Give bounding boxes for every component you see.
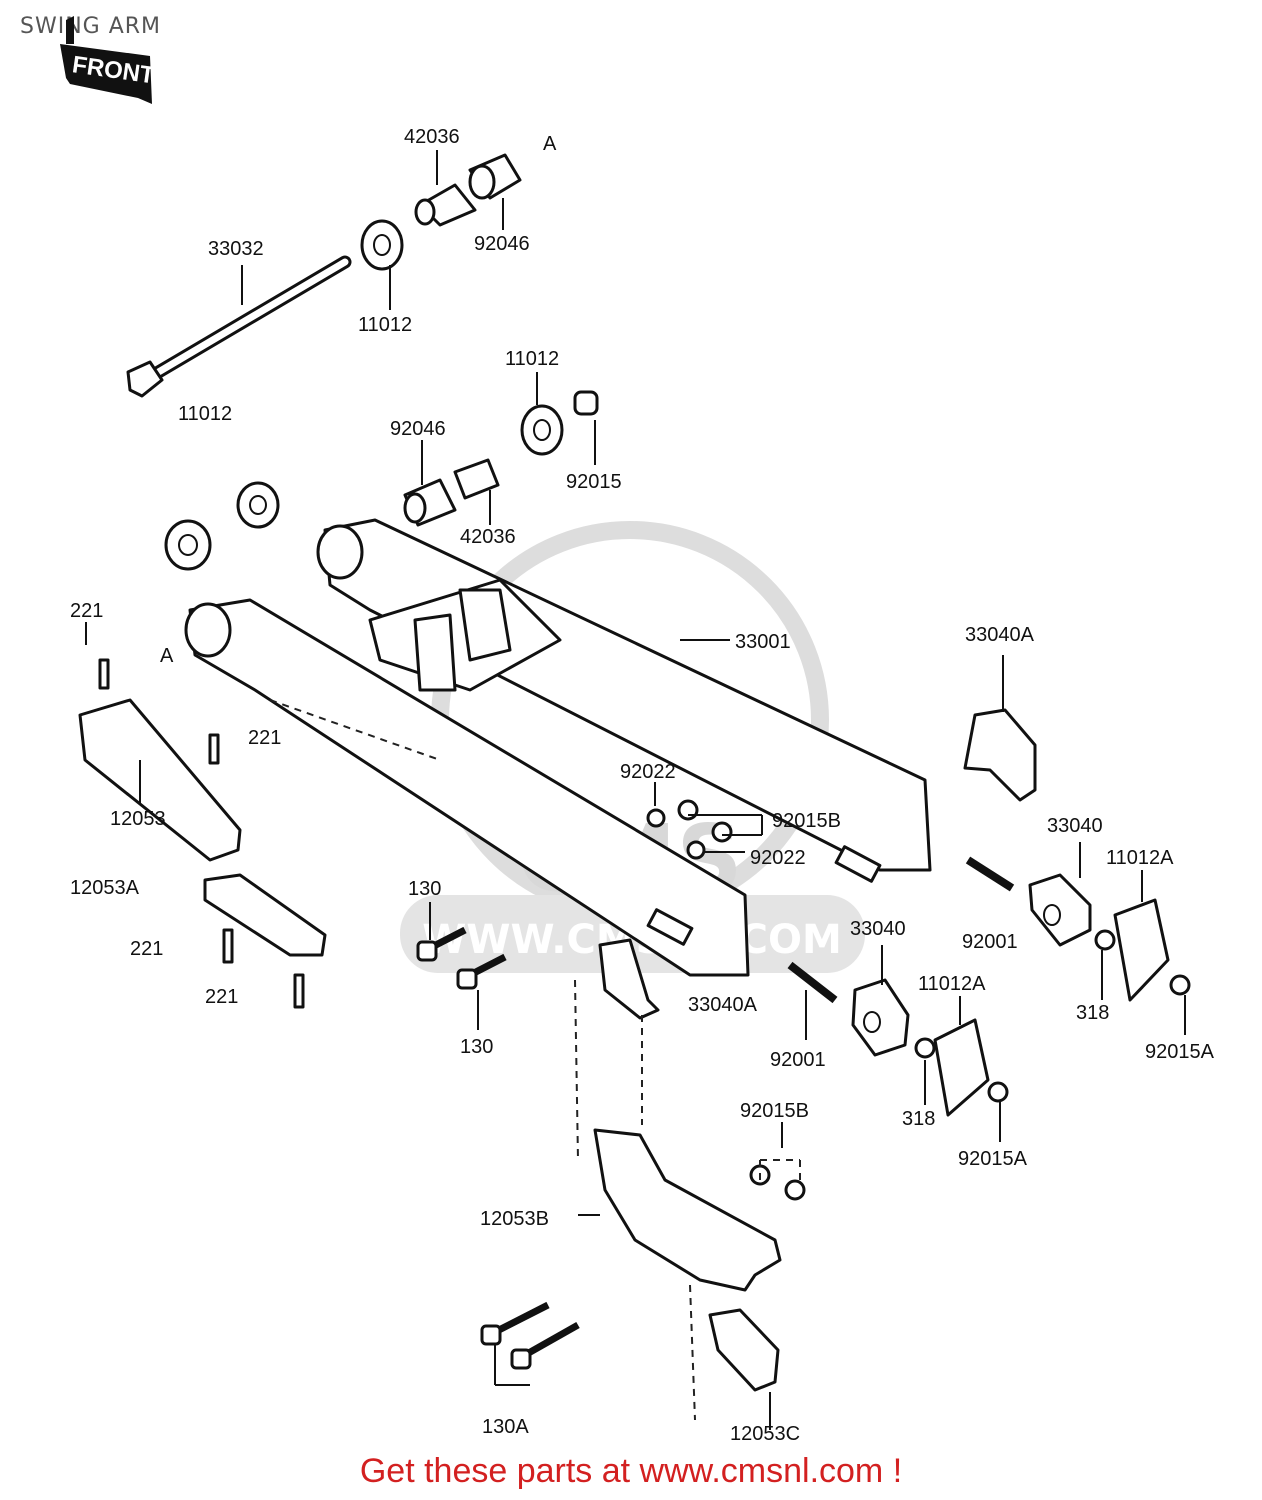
alignment-lines [269,699,801,1421]
label-33040A-right: 33040A [965,624,1035,646]
label-12053C: 12053C [730,1423,800,1445]
page-title: SWING ARM [20,14,162,39]
chain-guide-12053B [480,1128,782,1392]
label-92015A-mid: 92015A [958,1148,1028,1170]
label-11012-left: 11012 [178,403,232,425]
label-11012-right: 11012 [505,348,559,370]
label-92015B-b: 92015B [740,1100,809,1122]
part-labels: 42036 A 33032 92046 11012 11012 11012 92… [70,126,1215,1445]
pivot-shaft-33032 [126,255,352,398]
label-12053A: 12053A [70,877,140,899]
label-130-a: 130 [408,878,441,900]
top-bushings [360,153,522,271]
leader-lines [85,150,1186,1430]
label-12053: 12053 [110,808,166,830]
label-221-b: 221 [248,727,281,749]
label-11012-mid: 11012 [358,314,412,336]
label-ref-a-top: A [543,133,557,155]
label-92022-b: 92022 [750,847,806,869]
label-33032: 33032 [208,238,264,260]
nuts-washers [646,799,1191,1201]
front-badge: FRONT [60,16,157,104]
label-11012A-mid: 11012A [918,973,986,995]
parts-link-banner[interactable]: Get these parts at www.cmsnl.com ! [359,1452,903,1490]
label-92015: 92015 [566,471,622,493]
chain-guards-12053 [78,658,327,1009]
chain-adjusters [787,856,1170,1117]
label-318-right: 318 [1076,1002,1109,1024]
label-33040-mid: 33040 [850,918,906,940]
label-92022-a: 92022 [620,761,676,783]
label-221-c: 221 [130,938,163,960]
mid-bushings [164,390,599,571]
label-42036-left: 42036 [460,526,516,548]
label-92001-right: 92001 [962,931,1018,953]
label-130-b: 130 [460,1036,493,1058]
label-42036-top: 42036 [404,126,460,148]
label-92001-mid: 92001 [770,1049,826,1071]
label-92015B-a: 92015B [772,810,841,832]
label-33040-right: 33040 [1047,815,1103,837]
label-92046-left: 92046 [390,418,446,440]
label-92046-top: 92046 [474,233,530,255]
label-11012A-right: 11012A [1106,847,1174,869]
label-12053B: 12053B [480,1208,549,1230]
label-318-mid: 318 [902,1108,935,1130]
label-ref-a-left: A [160,645,174,667]
label-33001: 33001 [735,631,791,653]
label-92015A-right: 92015A [1145,1041,1215,1063]
label-221-d: 221 [205,986,238,1008]
exploded-view: CMS WWW.CMSNL.COM FRONT [60,16,1215,1445]
label-33040A-left: 33040A [688,994,758,1016]
brackets-33040A [598,708,1037,1020]
bolts-130 [416,926,507,990]
label-130A: 130A [482,1416,529,1438]
label-221-a: 221 [70,600,103,622]
swing-arm-33001 [184,518,932,977]
